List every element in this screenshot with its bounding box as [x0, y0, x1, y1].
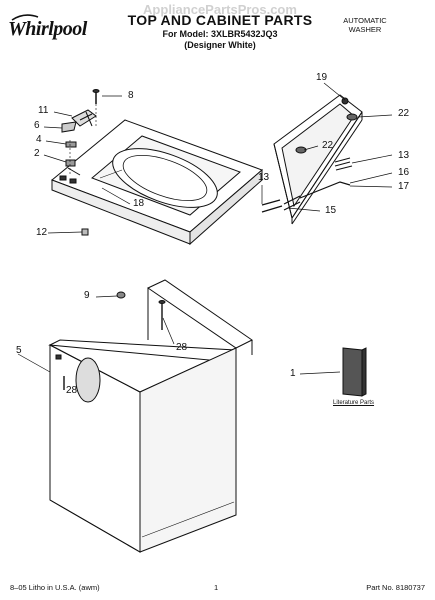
callout-22a: 22	[398, 108, 410, 119]
callout-8: 8	[128, 90, 134, 101]
callout-16: 16	[398, 167, 410, 178]
brand-name: Whirlpool	[8, 18, 87, 40]
logo-swoosh-icon	[11, 14, 39, 21]
callout-1: 1	[290, 368, 296, 379]
callout-4: 4	[36, 134, 42, 145]
callout-13a: 13	[398, 150, 410, 161]
footer-litho: 8–05 Litho in U.S.A. (awm)	[10, 583, 100, 592]
document-type: AUTOMATIC WASHER	[325, 16, 405, 34]
callout-leaders	[17, 82, 393, 375]
watermark: AppliancePartsPros.com	[143, 2, 297, 17]
page-title: TOP AND CABINET PARTS	[127, 12, 313, 28]
clip-12	[81, 228, 89, 236]
doc-type-line1: AUTOMATIC	[343, 16, 387, 25]
callout-18: 18	[133, 198, 145, 209]
footer-page-number: 1	[214, 583, 219, 592]
literature-booklet	[342, 347, 367, 397]
callout-19: 19	[316, 72, 328, 83]
footer-part-number: Part No. 8180737	[366, 583, 425, 592]
callout-13b: 13	[258, 172, 270, 183]
screw-8	[92, 89, 100, 128]
whirlpool-logo: Whirlpool	[8, 14, 87, 44]
lid-assembly	[261, 94, 363, 225]
callout-5: 5	[16, 345, 22, 356]
doc-type-line2: WASHER	[348, 25, 382, 34]
callout-28a: 28	[176, 342, 188, 353]
callout-6: 6	[34, 120, 40, 131]
cabinet-body	[48, 339, 237, 553]
callout-12: 12	[36, 227, 48, 238]
variant-line: (Designer White)	[184, 40, 256, 50]
callout-15: 15	[325, 205, 337, 216]
top-panel	[51, 119, 263, 246]
model-line: For Model: 3XLBR5432JQ3	[162, 29, 278, 39]
callout-28b: 28	[66, 385, 78, 396]
callout-11: 11	[38, 105, 49, 116]
model-info: For Model: 3XLBR5432JQ3 (Designer White)	[140, 29, 300, 51]
callout-22b: 22	[322, 140, 334, 151]
literature-parts-label: Literature Parts	[333, 400, 375, 406]
callout-17: 17	[398, 181, 410, 192]
callout-9: 9	[84, 290, 90, 301]
cabinet-screws	[63, 291, 166, 390]
callout-2: 2	[34, 148, 40, 159]
hinge-parts	[61, 109, 97, 175]
